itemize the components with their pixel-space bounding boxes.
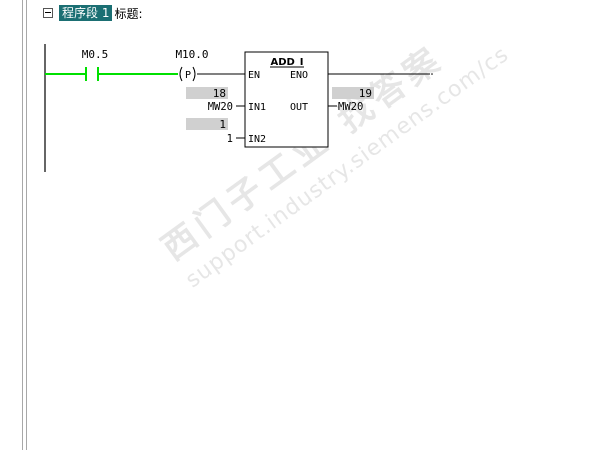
pin-in1: IN1	[248, 102, 266, 113]
pin-in2: IN2	[248, 134, 266, 145]
block-frame	[244, 51, 329, 148]
in1-operand[interactable]: MW20	[208, 101, 233, 113]
block-name: ADD_I	[270, 57, 303, 68]
collapse-icon[interactable]	[43, 8, 53, 18]
gutter-border-left	[22, 0, 23, 450]
contact-m0-5[interactable]	[85, 67, 99, 81]
pin-out: OUT	[290, 102, 308, 113]
out-operand[interactable]: MW20	[338, 101, 363, 113]
left-gutter	[0, 0, 25, 450]
positive-edge-m10-0[interactable]: P	[179, 66, 196, 82]
contact-address: M0.5	[82, 48, 109, 61]
add-i-block[interactable]: ADD_I EN ENO IN1 OUT IN2	[244, 51, 329, 148]
in2-operand[interactable]: 1	[227, 133, 233, 145]
pin-eno: ENO	[290, 70, 308, 81]
in2-value: 1	[219, 118, 226, 131]
rung-end-dot	[431, 73, 433, 75]
gutter-border-right	[26, 0, 27, 450]
pos-edge-symbol: P	[185, 70, 191, 81]
pos-edge-right-paren	[192, 66, 196, 82]
network-header: 程序段 1 标题:	[43, 5, 143, 21]
in1-value-box	[186, 87, 228, 99]
network-title-label[interactable]: 标题:	[114, 6, 143, 21]
in2-value-box	[186, 118, 228, 130]
out-value-box	[332, 87, 374, 99]
out-value: 19	[359, 87, 372, 100]
pin-en: EN	[248, 70, 260, 81]
in1-value: 18	[213, 87, 226, 100]
network-label[interactable]: 程序段 1	[59, 5, 113, 21]
pos-edge-address: M10.0	[175, 48, 208, 61]
pos-edge-left-paren	[179, 66, 183, 82]
